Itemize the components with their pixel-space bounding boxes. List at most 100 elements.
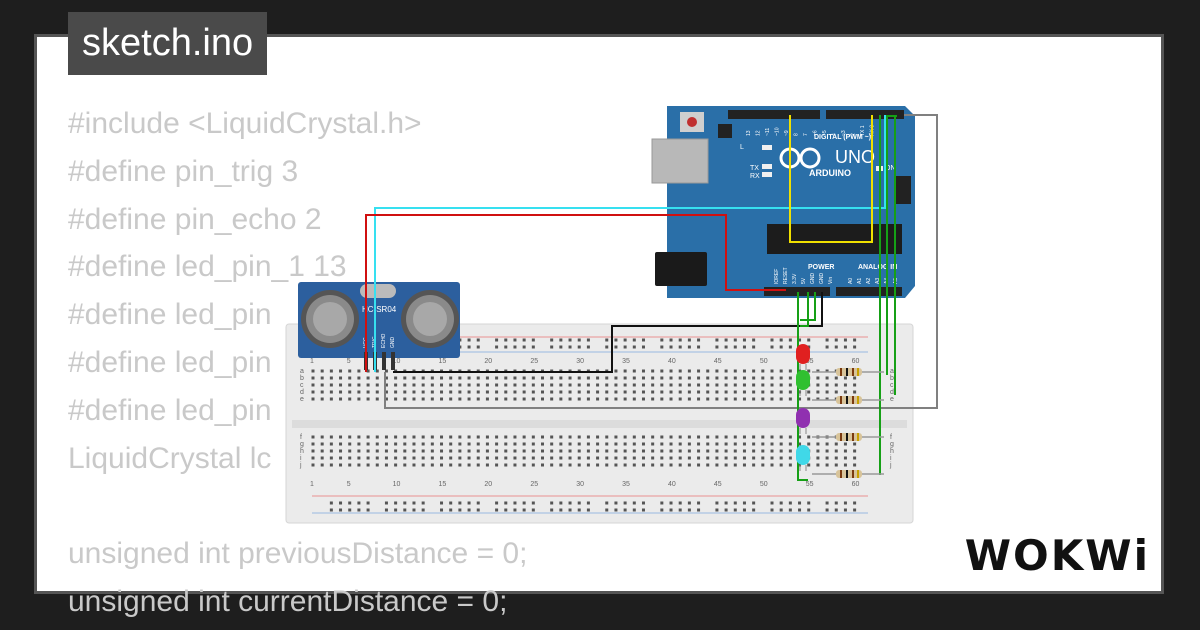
- pin-label: ~11: [765, 128, 771, 136]
- resistor[interactable]: [836, 470, 862, 478]
- row-letter: f: [300, 434, 302, 441]
- pin-label: ~9: [784, 130, 790, 136]
- analog-header: [836, 287, 902, 296]
- row-letter: j: [299, 462, 302, 469]
- usb-port: [651, 138, 709, 184]
- tx-label: TX: [750, 165, 759, 172]
- pin-label: GND: [819, 273, 825, 285]
- row-letter: h: [300, 448, 304, 455]
- pin-label: 8: [794, 133, 800, 136]
- column-number: 30: [576, 358, 584, 365]
- pin-label: ~10: [775, 127, 781, 136]
- code-line: #include <LiquidCrystal.h>: [68, 107, 422, 140]
- l-led-label: L: [740, 144, 744, 151]
- column-number: 1: [310, 481, 314, 488]
- pin-label: 5V: [801, 277, 807, 284]
- column-number: 10: [393, 481, 401, 488]
- column-number: 60: [852, 481, 860, 488]
- row-letter: c: [300, 382, 304, 389]
- row-letter: e: [300, 396, 304, 403]
- column-number: 50: [760, 358, 768, 365]
- analog-label: ANALOG IN: [858, 264, 897, 271]
- column-number: 55: [806, 358, 814, 365]
- row-letter: a: [890, 368, 894, 375]
- led-red[interactable]: [796, 344, 810, 370]
- resistor[interactable]: [836, 396, 862, 404]
- code-line: LiquidCrystal lc: [68, 441, 272, 475]
- atmega-chip: [767, 224, 902, 254]
- row-letter: g: [890, 441, 894, 448]
- wire-green-3: [800, 292, 816, 321]
- column-number: 40: [668, 358, 676, 365]
- wire-cyan-echo: [374, 115, 886, 372]
- row-letter: a: [300, 368, 304, 375]
- pin-label: A1: [857, 278, 863, 284]
- digital-header-1: [728, 110, 820, 119]
- arduino-uno[interactable]: ARDUINO UNO DIGITAL (PWM ~) POWER ANALOG…: [651, 106, 915, 298]
- pin-label: 2: [851, 133, 857, 136]
- pin-label: 3.3V: [792, 273, 798, 284]
- file-tab[interactable]: sketch.ino: [68, 12, 268, 75]
- pin-label: TX 1: [860, 125, 866, 136]
- pin-label: IOREF: [774, 269, 780, 284]
- column-number: 5: [347, 358, 351, 365]
- column-number: 15: [439, 481, 447, 488]
- wire-red-vcc: [365, 214, 786, 372]
- column-number: 40: [668, 481, 676, 488]
- row-letter: i: [300, 455, 302, 462]
- column-number: 1: [310, 358, 314, 365]
- wire-black-gnd: [393, 292, 823, 373]
- code-line: unsigned int currentDistance = 0;: [68, 584, 508, 618]
- arduino-logo-text: ARDUINO: [809, 168, 851, 178]
- row-letter: b: [300, 375, 304, 382]
- resistor[interactable]: [836, 433, 862, 441]
- power-jack: [655, 252, 707, 286]
- column-number: 10: [393, 358, 401, 365]
- pin-label: 13: [746, 130, 752, 136]
- row-letter: f: [890, 434, 892, 441]
- row-letter: h: [890, 448, 894, 455]
- pin-label: 7: [803, 133, 809, 136]
- pin-label: ~3: [841, 130, 847, 136]
- pin-label: A0: [848, 278, 854, 284]
- row-letter: g: [300, 441, 304, 448]
- wires: [365, 114, 938, 481]
- wire-yellow-trig: [789, 115, 873, 243]
- power-label: POWER: [808, 264, 834, 271]
- sensor-model-label: HC-SR04: [362, 305, 397, 314]
- column-number: 45: [714, 481, 722, 488]
- column-number: 50: [760, 481, 768, 488]
- breadboard: 1155101015152020252530303535404045455050…: [285, 323, 914, 524]
- led-green[interactable]: [796, 370, 810, 396]
- column-number: 25: [530, 481, 538, 488]
- code-line: #define led_pin: [68, 393, 272, 427]
- column-number: 35: [622, 358, 630, 365]
- digital-header-2: [826, 110, 904, 119]
- row-letter: b: [890, 375, 894, 382]
- pin-label: 12: [756, 130, 762, 136]
- column-number: 55: [806, 481, 814, 488]
- led-purple[interactable]: [796, 408, 810, 434]
- sensor-pin-label: GND: [390, 337, 396, 349]
- column-number: 20: [484, 481, 492, 488]
- wire-gray-gnd: [384, 114, 938, 409]
- uno-text: UNO: [835, 147, 875, 167]
- on-label: ON: [885, 165, 896, 172]
- digital-label: DIGITAL (PWM ~): [814, 134, 871, 141]
- pin-label: ~6: [813, 130, 819, 136]
- pin-label: A2: [866, 278, 872, 284]
- code-preview: #include <LiquidCrystal.h>#define pin_tr…: [68, 100, 527, 626]
- pin-label: GND: [810, 273, 816, 285]
- column-number: 25: [530, 358, 538, 365]
- column-number: 30: [576, 481, 584, 488]
- rx-label: RX: [750, 173, 760, 180]
- resistor[interactable]: [836, 368, 862, 376]
- column-number: 15: [439, 358, 447, 365]
- row-letter: d: [300, 389, 304, 396]
- row-letter: e: [890, 396, 894, 403]
- led-cyan[interactable]: [796, 445, 810, 471]
- code-line: #define pin_echo 2: [68, 202, 322, 236]
- column-number: 20: [484, 358, 492, 365]
- code-line: #define led_pin: [68, 298, 272, 332]
